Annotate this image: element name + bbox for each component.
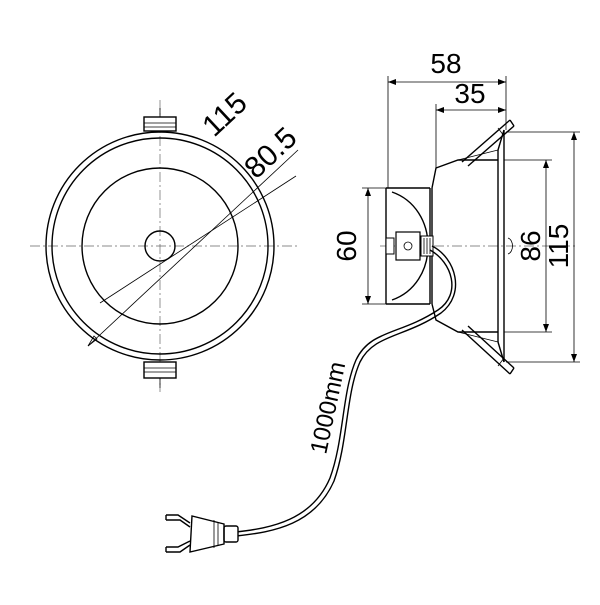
dimension-86 <box>504 159 552 333</box>
top-spring-clip <box>143 108 177 132</box>
outer-height-label: 115 <box>543 224 574 269</box>
side-view: 58 35 60 86 115 <box>331 48 580 375</box>
dimension-58 <box>387 76 507 188</box>
cutout-diameter-leader <box>99 175 297 304</box>
dimension-115 <box>506 131 580 363</box>
side-top-spring-clip <box>461 119 515 167</box>
terminal-block <box>385 231 434 261</box>
bottom-spring-clip <box>143 361 177 388</box>
power-plug <box>165 514 239 553</box>
outer-diameter-arrow <box>87 335 98 347</box>
outer-rim-circle <box>45 131 275 361</box>
dimension-60 <box>362 187 386 305</box>
overall-depth-label: 58 <box>430 48 461 79</box>
rim-inner-circle <box>51 137 269 355</box>
power-cable <box>235 245 457 537</box>
lens-circle <box>81 167 239 325</box>
side-bottom-spring-clip <box>461 325 515 375</box>
front-view: 115 80.5 <box>30 86 303 392</box>
inner-height-label: 86 <box>515 230 546 261</box>
body-depth-label: 35 <box>454 78 485 109</box>
cutout-diameter-label: 80.5 <box>238 121 303 185</box>
dimension-35 <box>435 104 506 168</box>
driver-height-label: 60 <box>331 230 362 261</box>
outer-diameter-leader <box>87 149 299 347</box>
outer-diameter-label: 115 <box>196 86 253 143</box>
center-hub-circle <box>144 230 176 262</box>
